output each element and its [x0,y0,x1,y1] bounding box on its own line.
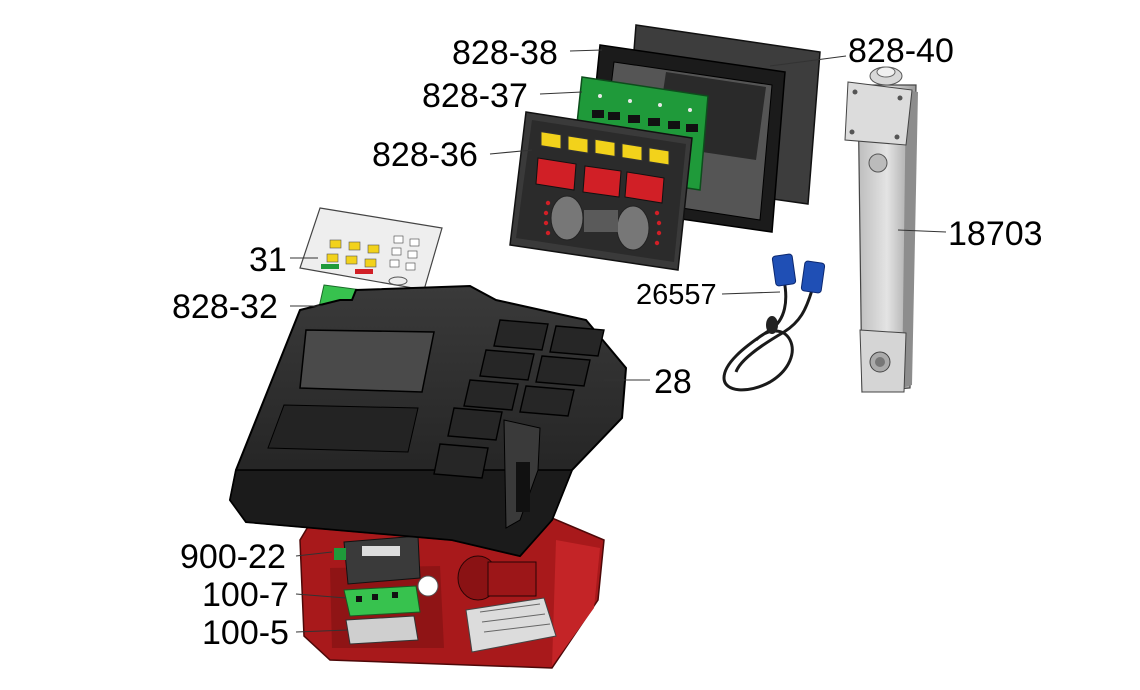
label-26557: 26557 [636,279,717,311]
part-labels: 828-38 828-40 828-37 828-36 31 828-32 26… [172,32,1043,652]
board-100-7 [343,585,421,617]
tray-100-5 [345,615,419,645]
panel-wheel-graphics [543,195,662,251]
label-828-37: 828-37 [422,77,528,115]
label-28: 28 [654,363,692,401]
leader-lines [290,49,947,633]
label-18703: 18703 [948,215,1043,253]
console-body-28 [228,284,628,558]
panel-buttons [540,131,670,166]
label-100-7: 100-7 [202,576,289,614]
label-828-36: 828-36 [372,136,478,174]
label-100-5: 100-5 [202,614,289,652]
keypad-31 [299,207,443,291]
label-31: 31 [249,241,287,279]
display-panel-828-36 [509,111,693,271]
motor-assembly [457,555,557,653]
label-828-40: 828-40 [848,32,954,70]
module-900-22 [334,535,421,585]
panel-readouts [535,157,665,204]
console-trays [433,319,605,479]
column-18703 [844,66,918,393]
label-828-38: 828-38 [452,34,558,72]
label-900-22: 900-22 [180,538,286,576]
label-828-32: 828-32 [172,288,278,326]
cable-26557 [722,253,826,392]
keypad-keys [326,239,380,268]
